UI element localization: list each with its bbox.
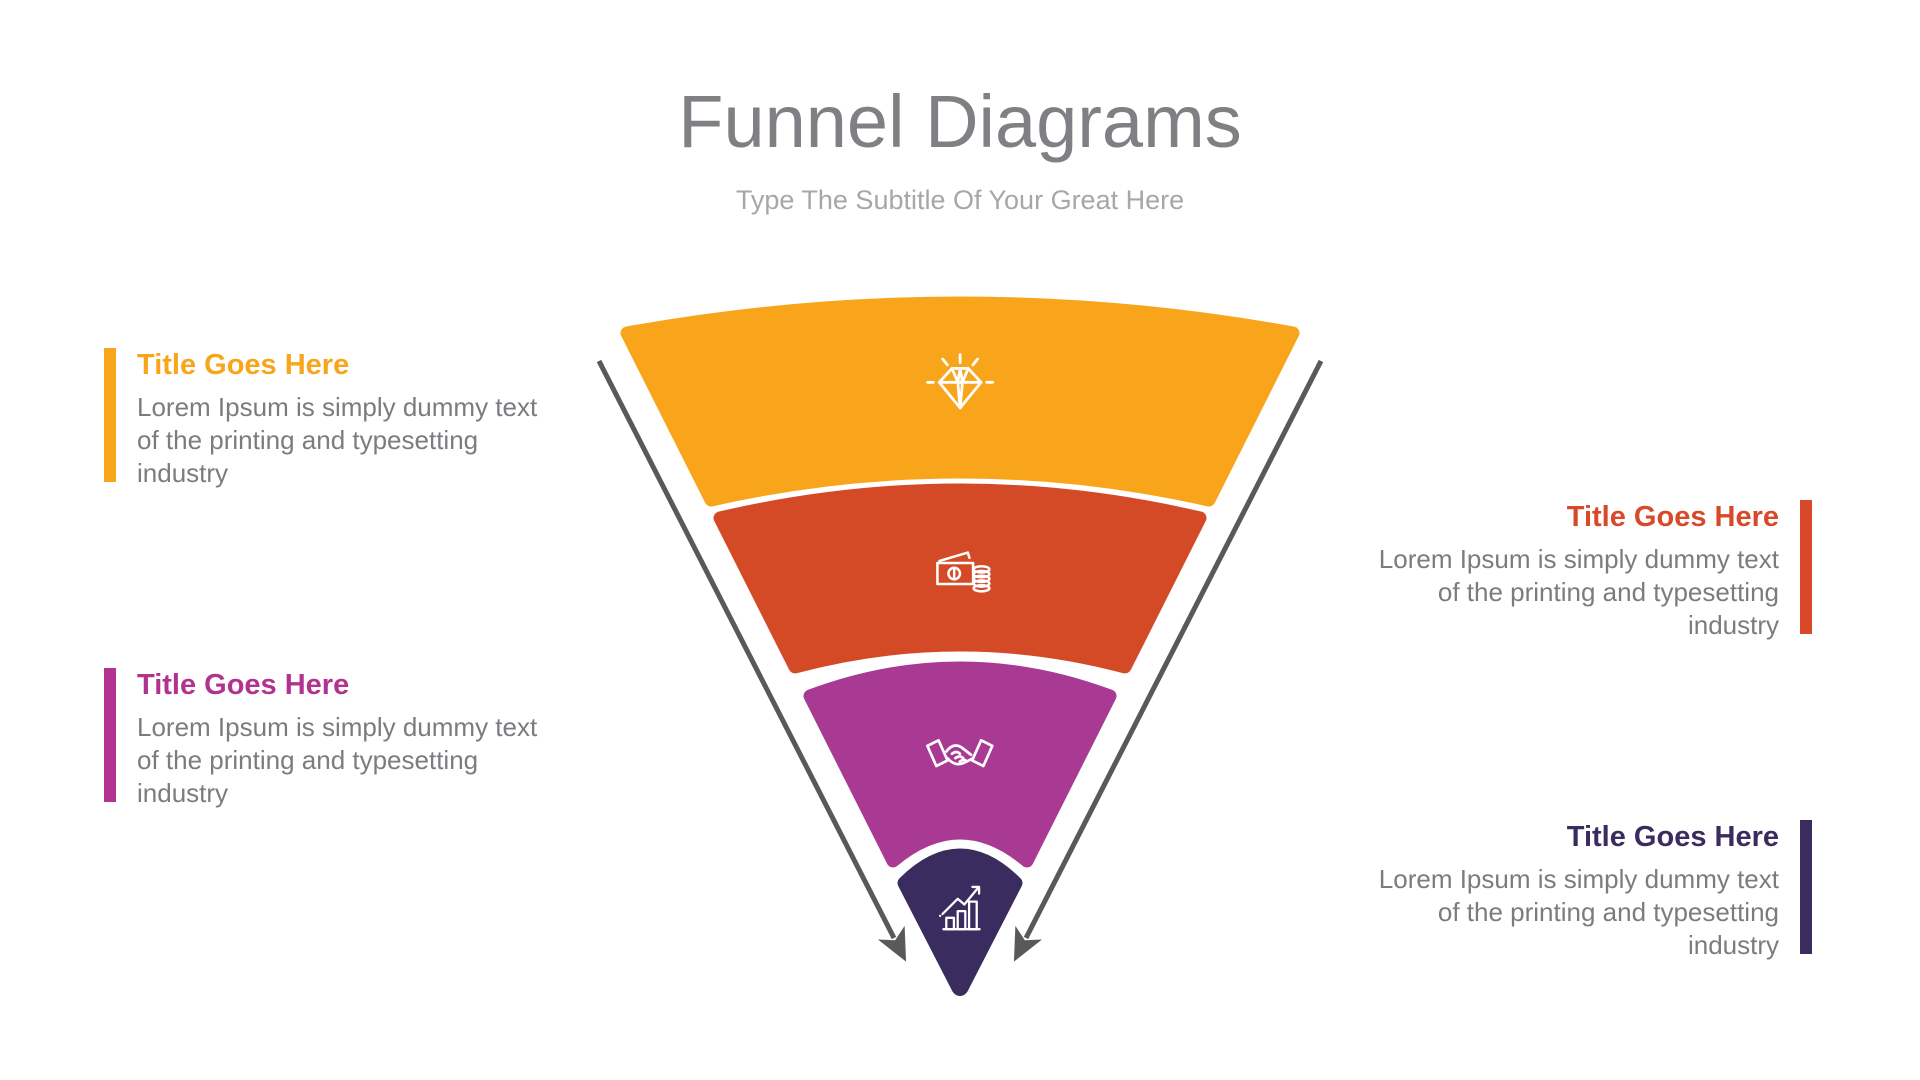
callout-title: Title Goes Here xyxy=(137,669,350,701)
callout-body: Lorem Ipsum is simply dummy text of the … xyxy=(1378,864,1779,960)
callout-bottom-left: Title Goes Here Lorem Ipsum is simply du… xyxy=(104,668,577,810)
accent-bar xyxy=(104,668,116,802)
callout-bottom-right: Title Goes Here Lorem Ipsum is simply du… xyxy=(1339,820,1812,962)
accent-bar xyxy=(1800,820,1812,954)
callout-title: Title Goes Here xyxy=(137,349,350,381)
accent-bar xyxy=(1800,500,1812,634)
left-flow-arrow-icon xyxy=(596,359,907,962)
money-icon xyxy=(936,551,991,593)
handshake-icon xyxy=(926,738,994,768)
slide-subtitle: Type The Subtitle Of Your Great Here xyxy=(735,185,1185,215)
diamond-icon xyxy=(926,353,994,410)
callout-body: Lorem Ipsum is simply dummy text of the … xyxy=(137,712,538,808)
callout-top-right: Title Goes Here Lorem Ipsum is simply du… xyxy=(1339,500,1812,642)
right-flow-arrow-icon xyxy=(1013,359,1324,962)
callout-title: Title Goes Here xyxy=(1566,821,1779,853)
funnel-segment-2 xyxy=(713,483,1207,674)
callout-top-left: Title Goes Here Lorem Ipsum is simply du… xyxy=(104,348,577,490)
callout-title: Title Goes Here xyxy=(1566,501,1779,533)
accent-bar xyxy=(104,348,116,482)
slide-title: Funnel Diagrams xyxy=(678,80,1242,163)
funnel-segment-4 xyxy=(897,848,1023,996)
growth-chart-icon xyxy=(938,885,981,931)
callout-body: Lorem Ipsum is simply dummy text of the … xyxy=(137,392,538,488)
callout-body: Lorem Ipsum is simply dummy text of the … xyxy=(1378,544,1779,640)
